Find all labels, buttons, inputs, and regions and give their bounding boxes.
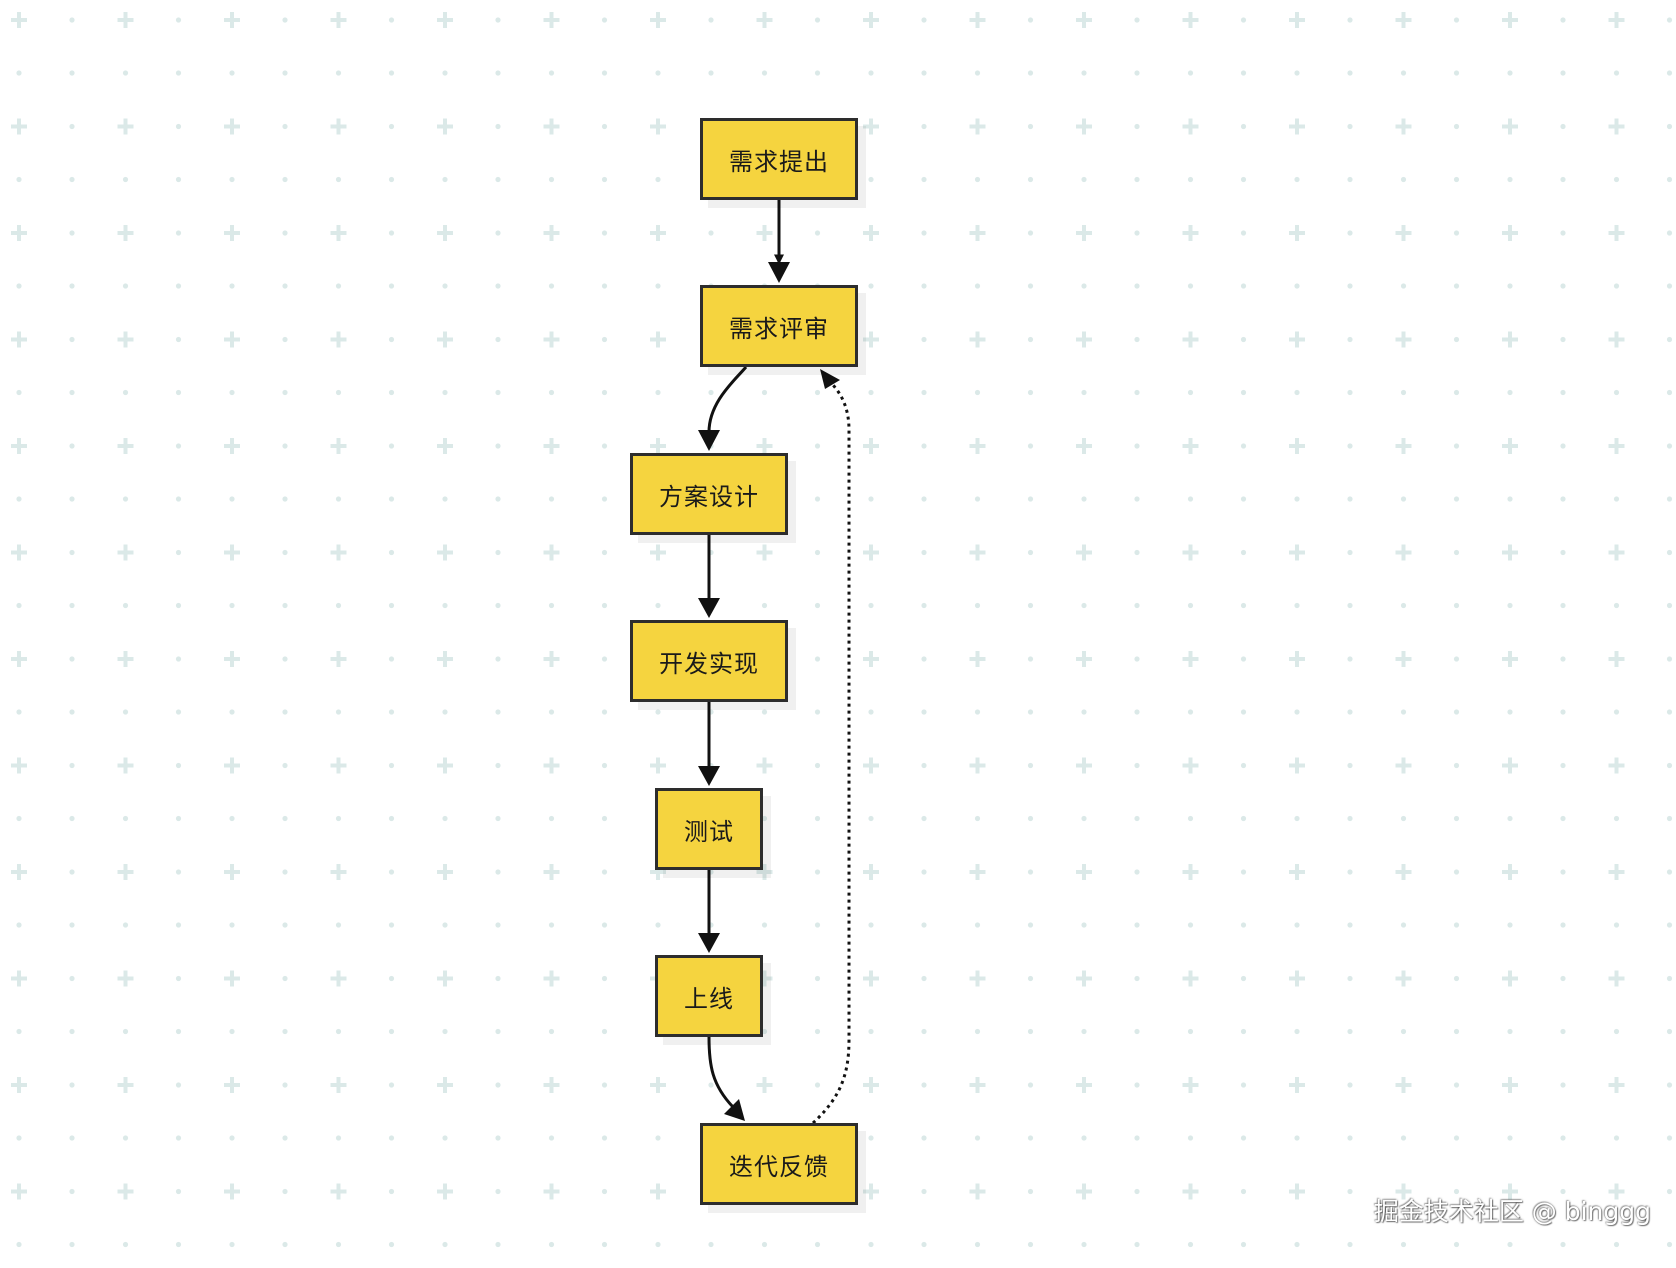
watermark: 掘金技术社区 @ binggg [1373, 1197, 1651, 1226]
node-label: 需求评审 [729, 314, 829, 343]
node-label: 需求提出 [729, 147, 829, 176]
node-launch[interactable]: 上线 [655, 955, 763, 1037]
node-iteration-feedback[interactable]: 迭代反馈 [700, 1123, 858, 1205]
node-development[interactable]: 开发实现 [630, 620, 788, 702]
node-need-review[interactable]: 需求评审 [700, 285, 858, 367]
node-label: 上线 [684, 984, 734, 1013]
node-label: 迭代反馈 [729, 1152, 829, 1181]
node-need-propose[interactable]: 需求提出 [700, 118, 858, 200]
node-label: 方案设计 [659, 482, 759, 511]
node-label: 开发实现 [659, 649, 759, 678]
node-label: 测试 [684, 817, 734, 846]
node-test[interactable]: 测试 [655, 788, 763, 870]
node-solution-design[interactable]: 方案设计 [630, 453, 788, 535]
